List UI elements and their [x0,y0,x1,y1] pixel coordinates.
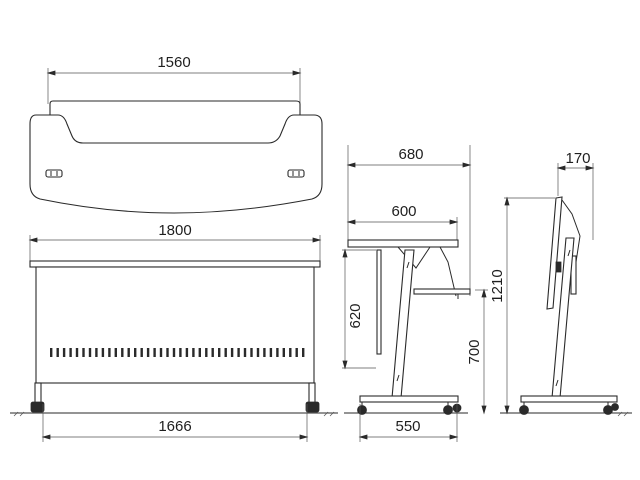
vent-slot [230,348,234,357]
vent-slot [75,348,79,357]
vent-slot [101,348,105,357]
vent-slot [62,348,66,357]
vent-slot [302,348,305,357]
vent-slot [121,348,124,357]
vent-slot [88,348,92,357]
vent-slot [237,348,240,357]
vent-slot [295,348,298,357]
vent-slot [256,348,260,357]
vent-slot [159,348,163,357]
vent-slot [218,348,221,357]
floor-hatch-folded [617,411,629,417]
dim-side-table-depth: 600 [391,203,416,220]
dim-front-width: 1800 [158,222,191,239]
vent-slot [179,348,182,357]
vent-slot [153,348,156,357]
vent-slot [243,348,247,357]
vent-slot [166,348,169,357]
dim-side-base-depth: 550 [395,418,420,435]
dim-folded-height: 1210 [489,269,506,302]
vent-slot [263,348,266,357]
vent-slot [211,348,214,357]
vent-slot [282,348,285,357]
vent-slot [56,348,59,357]
vent-slot [205,348,208,357]
vent-slot [289,348,292,357]
vent-slot [250,348,253,357]
vent-slot [69,348,72,357]
folded-view: 170 1210 [489,150,632,417]
vent-slot [192,348,195,357]
dim-front-base: 1666 [158,418,191,435]
vent-slot [269,348,273,357]
vent-slot [114,348,117,357]
vent-slot [198,348,201,357]
floor-hatch-front [13,411,335,417]
dim-top-width: 1560 [157,54,190,71]
vent-slot [50,348,53,357]
vent-slot [108,348,111,357]
vent-slot [134,348,137,357]
clamp-left-icon [45,169,63,178]
side-view: 680 600 620 [342,145,488,442]
vent-slot [172,348,176,357]
front-view: 1800 1666 [10,222,338,442]
clamp-right-icon [287,169,305,178]
vent-slot [140,348,143,357]
vent-slot [146,348,150,357]
dim-folded-depth: 170 [565,150,590,167]
dim-side-height: 700 [466,339,483,364]
vent-slot [82,348,85,357]
top-view: 1560 [29,54,323,214]
dim-side-top-depth: 680 [398,146,423,163]
vent-slot [276,348,279,357]
vent-slot [185,348,189,357]
vent-slot [224,348,227,357]
vent-slots [50,348,305,357]
vent-slot [95,348,98,357]
vent-slot [127,348,130,357]
dim-side-leg-height: 620 [347,303,364,328]
